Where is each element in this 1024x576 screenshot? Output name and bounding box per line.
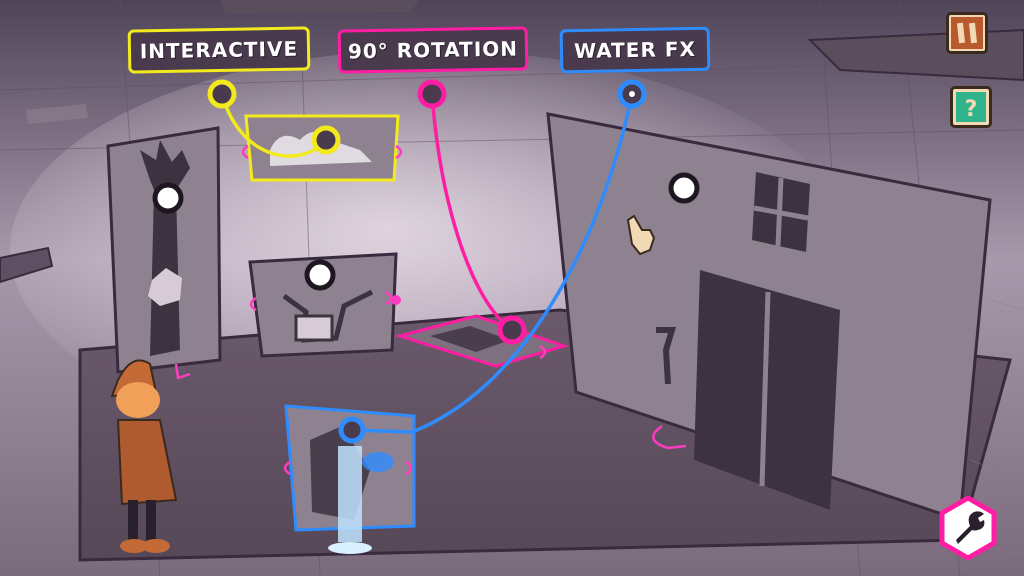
help-question-icon: ?: [956, 92, 986, 122]
svg-text:?: ?: [965, 97, 978, 122]
wrench-icon: [939, 495, 997, 561]
pause-button[interactable]: [946, 12, 988, 54]
rotation-wire: [430, 93, 514, 332]
pink-spider-marker: [391, 295, 401, 305]
tag-water-fx-label: WATER FX: [573, 36, 697, 64]
ceiling-panel-top: [220, 0, 420, 14]
tag-water-fx[interactable]: WATER FX: [559, 26, 711, 74]
tag-rotation-label: 90° ROTATION: [347, 36, 519, 64]
house-wall-node[interactable]: [668, 172, 700, 204]
house-wall-panel[interactable]: [546, 112, 992, 523]
floating-debris-small: [26, 104, 88, 124]
rotation-handles[interactable]: [174, 144, 687, 476]
tool-button[interactable]: [936, 495, 1000, 561]
interactive-endpoint[interactable]: [311, 125, 341, 155]
help-button[interactable]: ?: [950, 86, 992, 128]
rotating-floor-panel[interactable]: [394, 314, 569, 368]
rotation-endpoint[interactable]: [497, 315, 527, 345]
water-wire: [351, 93, 634, 434]
tag-interactive[interactable]: INTERACTIVE: [127, 26, 311, 74]
tree-panel[interactable]: [106, 126, 222, 374]
floating-debris: [0, 246, 54, 284]
pause-icon: [951, 17, 983, 49]
tree-panel-node[interactable]: [152, 182, 184, 214]
tag-interactive-label: INTERACTIVE: [139, 36, 299, 64]
water-endpoint[interactable]: [338, 416, 366, 444]
rotation-anchor[interactable]: [417, 79, 447, 109]
broken-wall-panel[interactable]: [248, 252, 398, 358]
detective-character[interactable]: [110, 359, 178, 553]
water-panel[interactable]: [284, 404, 416, 554]
broken-wall-node[interactable]: [304, 259, 336, 291]
tag-rotation[interactable]: 90° ROTATION: [337, 26, 529, 74]
hand-cursor-icon: [626, 214, 656, 256]
